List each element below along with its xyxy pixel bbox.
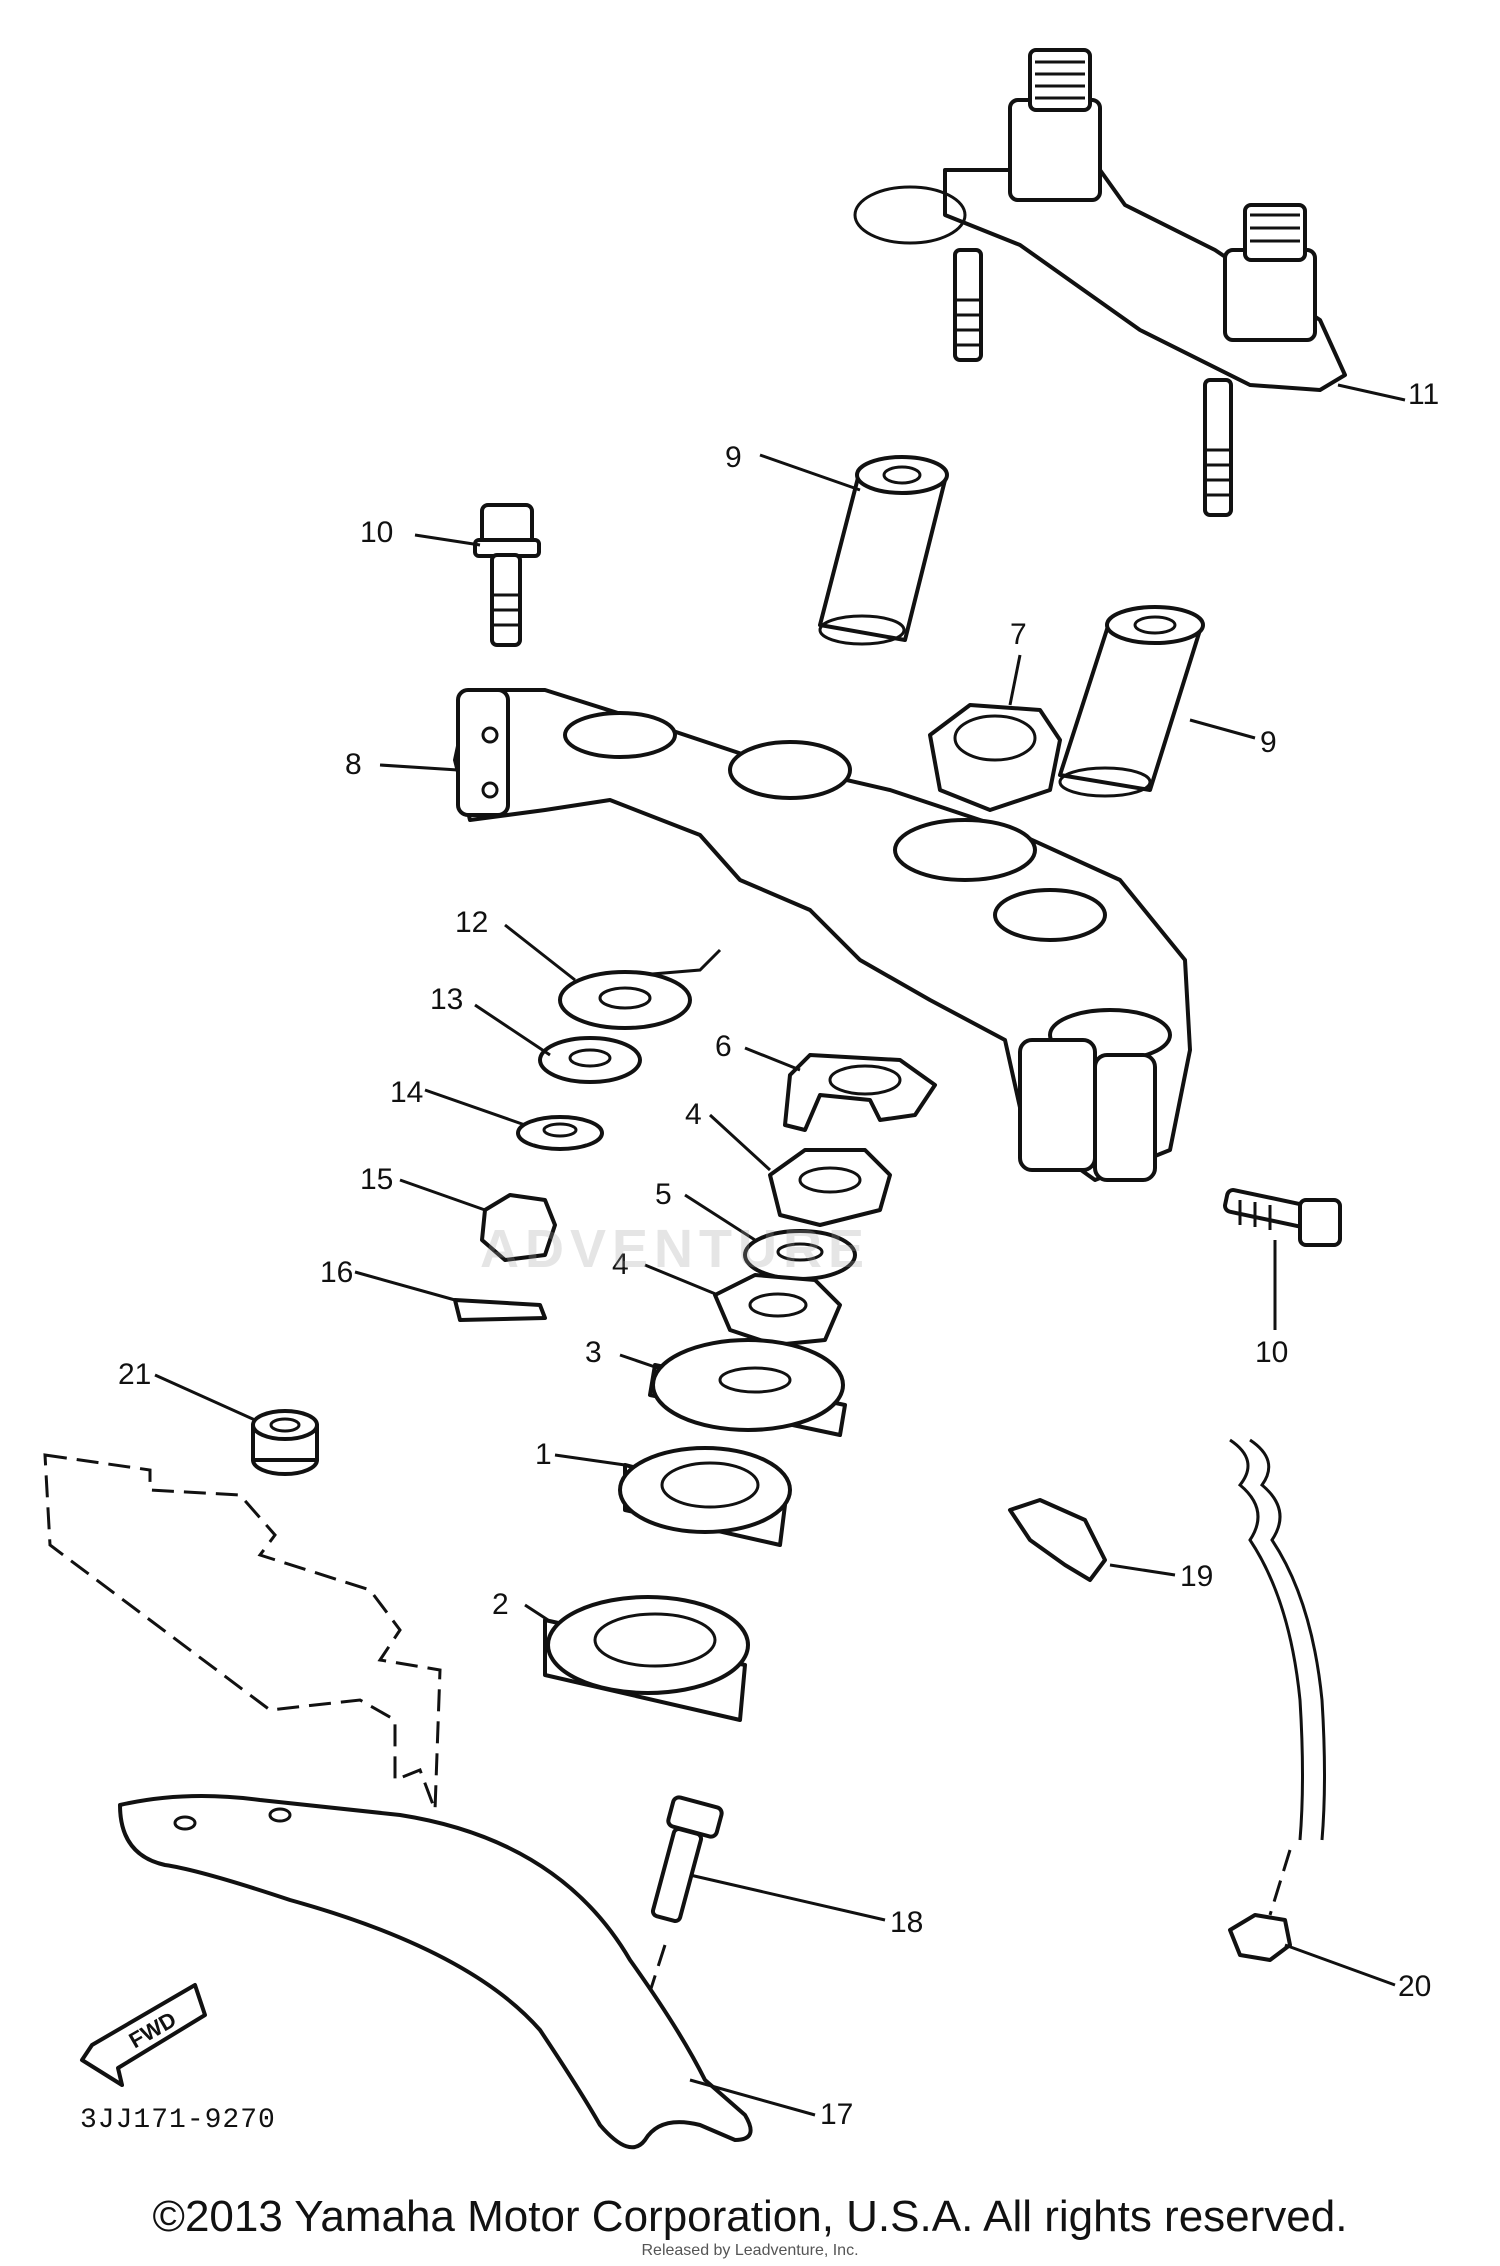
- fwd-arrow: FWD: [80, 1983, 207, 2087]
- callout-21: 21: [118, 1358, 152, 1391]
- callout-5: 5: [655, 1178, 672, 1211]
- part-10-bolt-lower: [1223, 1188, 1342, 1247]
- part-12-washer: [558, 970, 692, 1030]
- callout-4-upper: 4: [685, 1098, 702, 1131]
- callout-3: 3: [585, 1336, 602, 1369]
- diagram-code: 3JJ171-9270: [80, 2105, 276, 2136]
- part-1-bearing: [618, 1446, 792, 1547]
- callout-19: 19: [1180, 1560, 1214, 1593]
- cover-panel: [43, 1453, 442, 1811]
- callout-10-lower: 10: [1255, 1336, 1289, 1369]
- callout-9-upper: 9: [725, 441, 742, 474]
- copyright-notice: ©2013 Yamaha Motor Corporation, U.S.A. A…: [152, 2192, 1348, 2241]
- cable: [1229, 1438, 1326, 1916]
- callout-11: 11: [1408, 378, 1440, 411]
- callout-10-upper: 10: [360, 516, 394, 549]
- part-19-clamp: [1008, 1498, 1107, 1582]
- part-21-grommet: [251, 1409, 319, 1476]
- callout-15: 15: [360, 1163, 394, 1196]
- callout-13: 13: [430, 983, 464, 1016]
- part-18-bolt: [618, 1795, 724, 2086]
- part-15-cap-nut: [480, 1193, 557, 1262]
- callout-12: 12: [455, 906, 489, 939]
- part-13-washer: [538, 1036, 642, 1084]
- watermark: ADVENTURE: [480, 1219, 871, 1279]
- released-notice: Released by Leadventure, Inc.: [641, 2242, 859, 2259]
- part-9-damper-lower: [1058, 605, 1205, 798]
- part-9-damper-upper: [818, 455, 949, 646]
- part-4-ring-nut-lower: [713, 1273, 842, 1347]
- callout-7: 7: [1010, 618, 1027, 651]
- part-7-hex-nut: [928, 703, 1062, 812]
- callout-9-lower: 9: [1260, 726, 1277, 759]
- part-4-ring-nut-upper: [768, 1148, 892, 1227]
- callout-2: 2: [492, 1588, 509, 1621]
- part-17-guard: [118, 1794, 753, 2150]
- callout-14: 14: [390, 1076, 424, 1109]
- part-10-bolt-upper: [473, 503, 541, 647]
- part-6-tab-washer: [783, 1053, 937, 1132]
- callout-16: 16: [320, 1256, 354, 1289]
- callout-20: 20: [1398, 1970, 1432, 2003]
- callout-17: 17: [820, 2098, 854, 2131]
- part-3-dust-seal: [648, 1338, 847, 1437]
- callout-1: 1: [535, 1438, 552, 1471]
- part-8-lower-bracket: [453, 688, 1192, 1182]
- leader-lines: [154, 383, 1406, 2117]
- part-11-upper-bracket: [853, 48, 1347, 517]
- part-20-nut: [1228, 1913, 1292, 1962]
- callout-8: 8: [345, 748, 362, 781]
- part-5-washer: [743, 1229, 857, 1281]
- part-14-lock-washer: [516, 1115, 604, 1151]
- callout-6: 6: [715, 1030, 732, 1063]
- part-2-bearing: [543, 1595, 750, 1722]
- part-16-cotter-pin: [453, 1298, 547, 1322]
- callout-18: 18: [890, 1906, 924, 1939]
- callout-4-lower: 4: [612, 1248, 629, 1281]
